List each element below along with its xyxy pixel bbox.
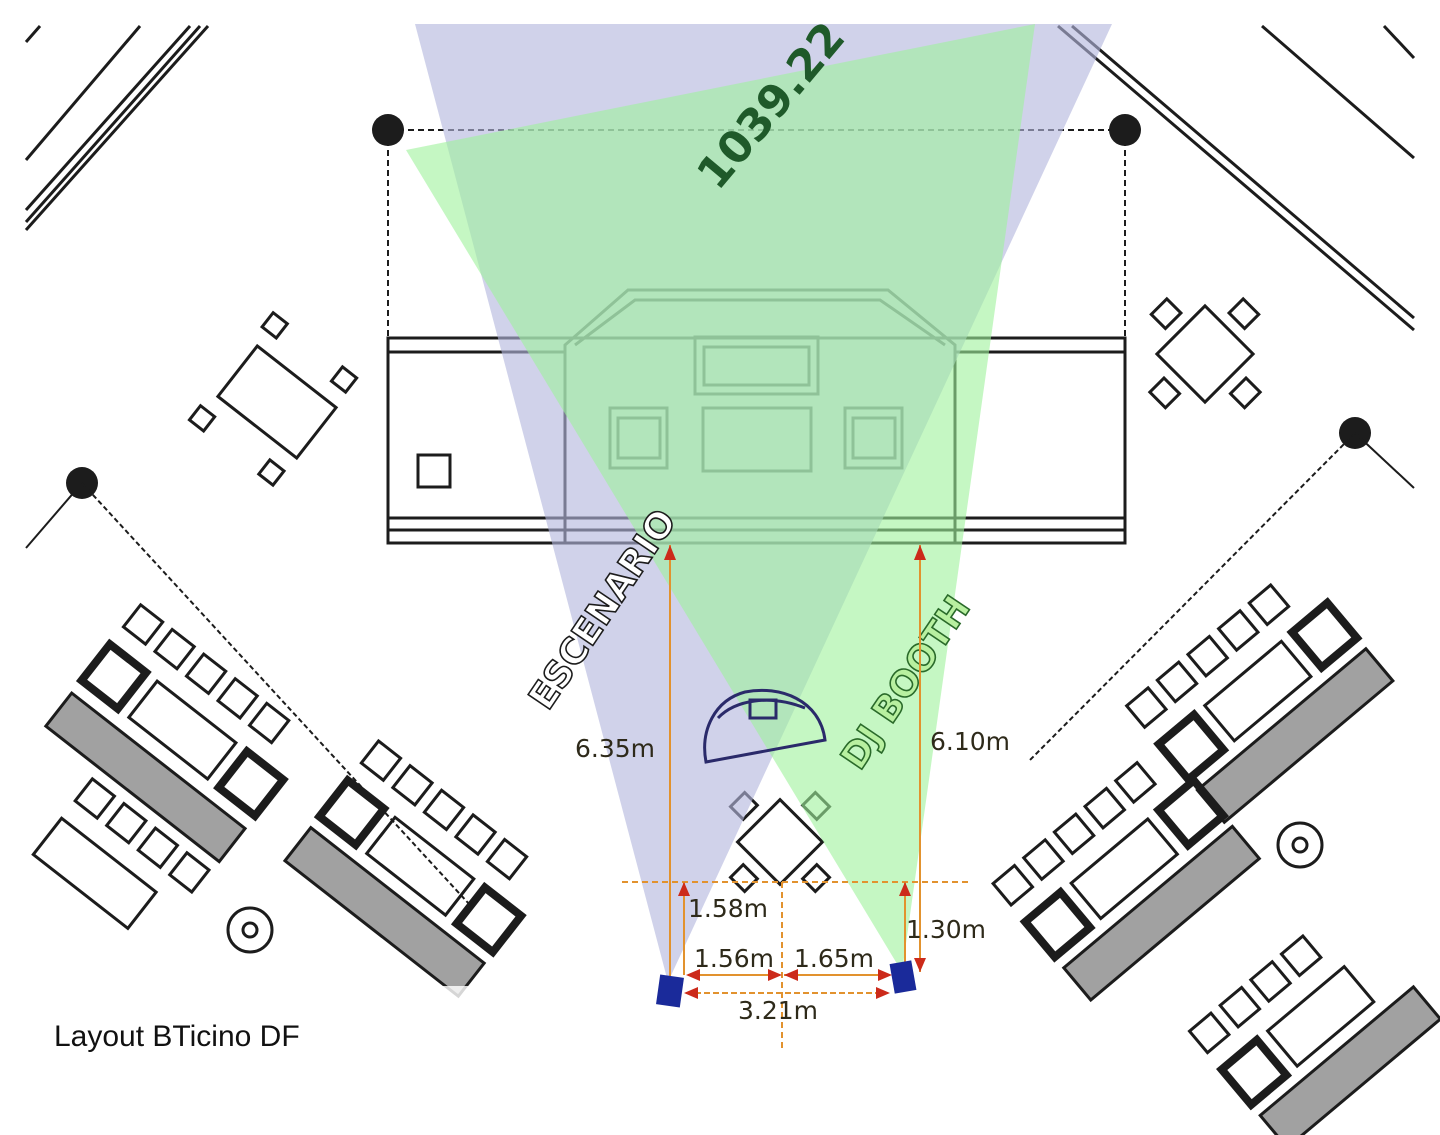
dimension-right-span: 1.65m — [794, 944, 874, 973]
truss-line — [25, 114, 1415, 906]
dimension-lines — [622, 545, 968, 1052]
dj-booth-outline — [703, 688, 827, 764]
dimension-right-height: 6.10m — [930, 727, 1010, 756]
caption-background — [26, 986, 496, 1108]
furniture-tables — [187, 296, 1263, 894]
dimension-right-offset: 1.30m — [906, 915, 986, 944]
seating-right — [990, 582, 1440, 1135]
camera-cone-right — [406, 24, 1035, 972]
layout-title: Layout BTicino DF — [54, 1020, 300, 1053]
seating-left — [31, 602, 529, 999]
dimension-left-height: 6.35m — [575, 734, 655, 763]
camera-right — [889, 960, 917, 994]
dimension-left-span: 1.56m — [694, 944, 774, 973]
dimension-left-offset: 1.58m — [688, 894, 768, 923]
background-architecture — [24, 24, 1416, 332]
camera-left — [656, 974, 684, 1008]
dimension-total-span: 3.21m — [738, 996, 818, 1025]
